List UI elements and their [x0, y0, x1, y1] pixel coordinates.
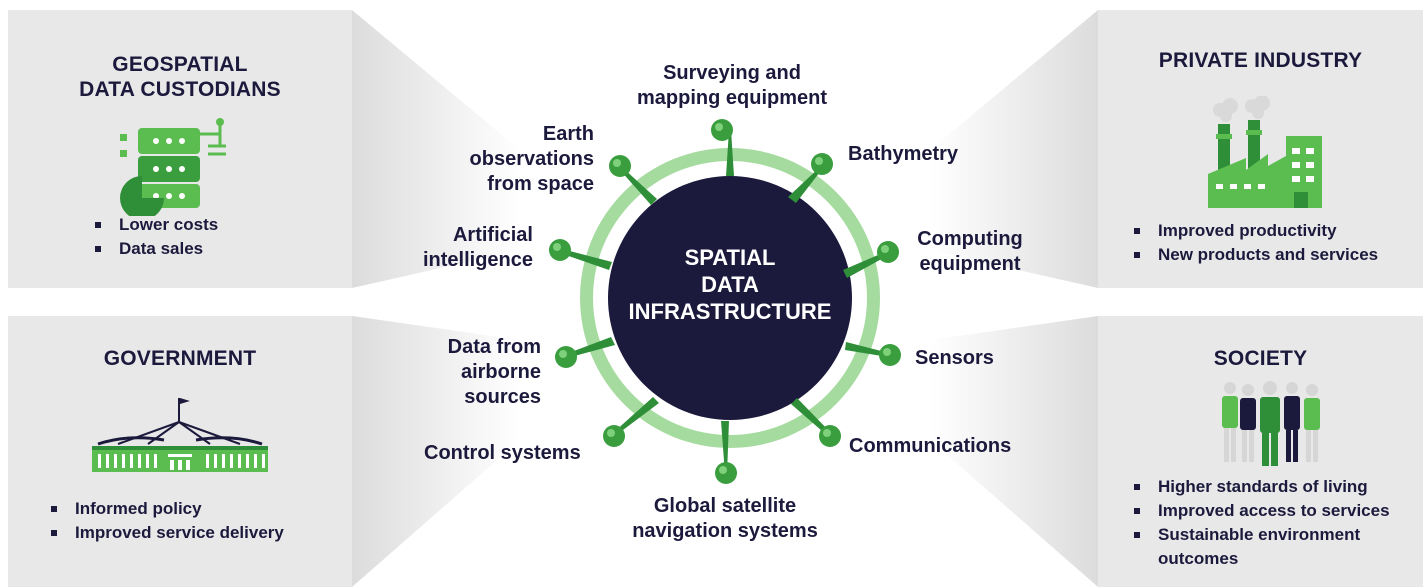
panel-data-custodians: GEOSPATIAL DATA CUSTODIANS Lower costs D… [8, 10, 352, 288]
label-computing: Computing equipment [917, 228, 1023, 275]
label-control: Control systems [424, 442, 581, 464]
label-sensors: Sensors [915, 347, 994, 369]
hub-title: SPATIAL DATA INFRASTRUCTURE [628, 245, 832, 324]
pin-communications [791, 398, 841, 447]
pin-ai [549, 239, 612, 270]
pin-control [603, 397, 659, 447]
label-gnss: Global satellite navigation systems [632, 495, 818, 542]
database-icon [120, 118, 226, 216]
custodians-benefits: Lower costs Data sales [92, 213, 218, 261]
panel-title: SOCIETY [1213, 347, 1308, 370]
hub-core [608, 176, 852, 420]
bullet-item: Informed policy [48, 497, 284, 521]
bullet-item: Sustainable environment outcomes [1131, 523, 1416, 571]
industry-benefits: Improved productivity New products and s… [1131, 219, 1378, 267]
pin-gnss [715, 421, 737, 484]
label-surveying: Surveying and mapping equipment [637, 62, 827, 109]
pin-surveying [711, 119, 734, 176]
panel-title: GEOSPATIAL DATA CUSTODIANS [79, 53, 281, 101]
bullet-item: New products and services [1131, 243, 1378, 267]
bullet-item: Higher standards of living [1131, 475, 1416, 499]
funnel-bottom-left [352, 316, 520, 587]
pin-computing [843, 241, 899, 278]
bullet-item: Data sales [92, 237, 218, 261]
funnel-top-right [930, 10, 1098, 288]
funnel-bottom-right [930, 316, 1098, 587]
panel-government: GOVERNMENT Informed policy Improved serv… [8, 316, 352, 587]
bullet-item: Lower costs [92, 213, 218, 237]
label-earth-observations: Earth observations from space [469, 123, 594, 195]
bullet-item: Improved productivity [1131, 219, 1378, 243]
panel-society: SOCIETY Higher standards of living Impro… [1098, 316, 1423, 587]
bullet-item: Improved access to services [1131, 499, 1416, 523]
factory-icon [1208, 96, 1322, 208]
pin-airborne [555, 337, 615, 368]
panel-title: GOVERNMENT [103, 347, 257, 370]
parliament-icon [92, 398, 268, 472]
label-bathymetry: Bathymetry [848, 143, 959, 165]
people-icon [1222, 381, 1320, 466]
pin-sensors [845, 342, 901, 366]
society-benefits: Higher standards of living Improved acce… [1131, 475, 1416, 571]
pin-earth-observations [609, 155, 657, 205]
bullet-item: Improved service delivery [48, 521, 284, 545]
label-communications: Communications [849, 435, 1012, 457]
panel-title: PRIVATE INDUSTRY [1158, 49, 1363, 72]
funnel-top-left [352, 10, 520, 288]
pin-bathymetry [788, 153, 833, 203]
government-benefits: Informed policy Improved service deliver… [48, 497, 284, 545]
label-ai: Artificial intelligence [422, 224, 533, 271]
panel-private-industry: PRIVATE INDUSTRY Improved productivity N… [1098, 10, 1423, 288]
label-airborne: Data from airborne sources [447, 336, 541, 408]
